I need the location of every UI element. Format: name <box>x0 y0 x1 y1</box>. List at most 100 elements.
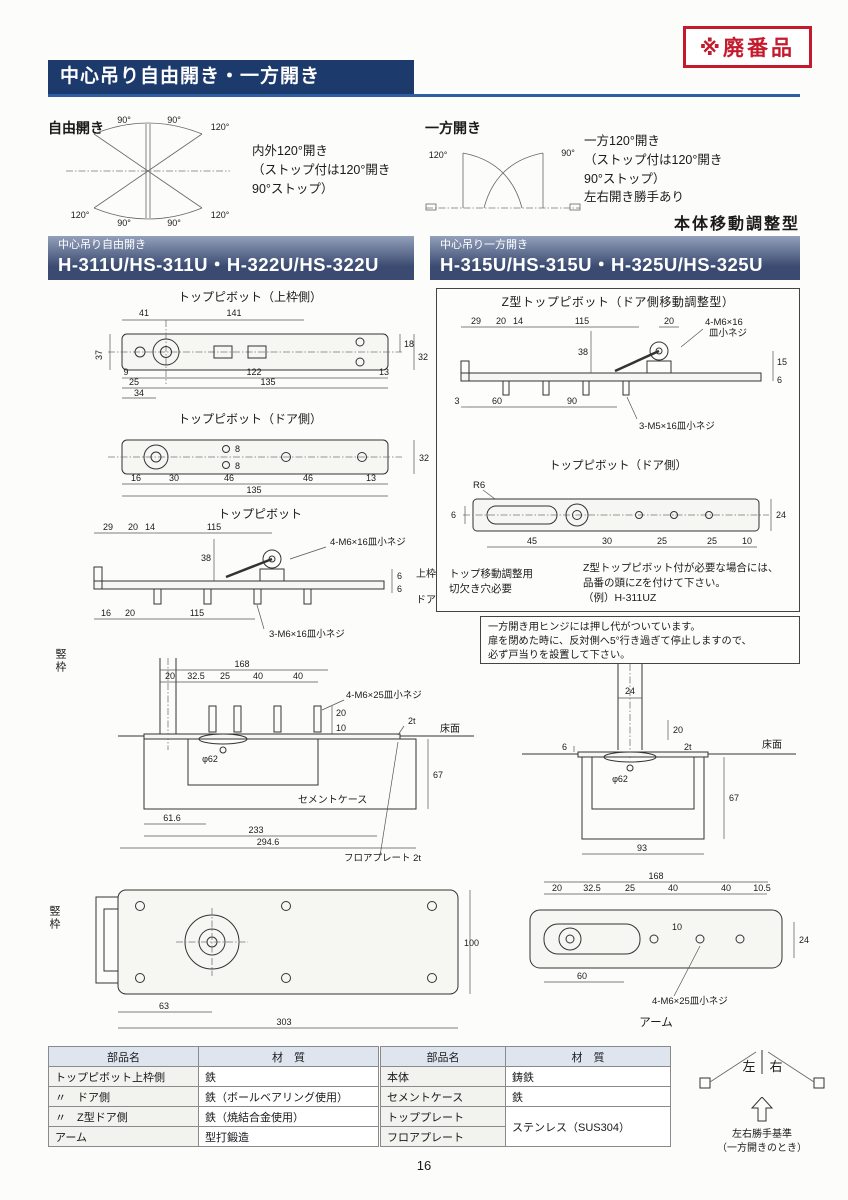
linework <box>95 889 471 1029</box>
part-material: 鋳鉄 <box>505 1066 671 1087</box>
dim-label: 25 <box>129 377 139 387</box>
frame-label: 上枠 <box>416 567 436 580</box>
dim-label: 122 <box>246 367 261 377</box>
table-header-row: 部品名 材 質 <box>48 1046 379 1067</box>
dim-label: 29 <box>103 522 113 532</box>
angle-label: 90° <box>117 218 131 228</box>
one-way-diagram: 120° 90° <box>425 148 581 211</box>
free-swing-desc: 内外120°開き （ストップ付は120°開き 90°ストップ） <box>252 142 390 198</box>
dim-label: 6 <box>562 742 567 752</box>
dim-label: 30 <box>169 473 179 483</box>
angle-label: 90° <box>561 148 575 158</box>
dim-label: 3 <box>454 396 459 406</box>
dim-label: 60 <box>492 396 502 406</box>
dim-label: 40 <box>668 883 678 893</box>
part-name: アーム <box>48 1126 199 1147</box>
adjust-type-label: 本体移動調整型 <box>673 216 800 233</box>
note-line: （例）H-311UZ <box>583 592 657 605</box>
dim-label: 16 <box>101 608 111 618</box>
dim-label: 32 <box>418 352 428 362</box>
desc-line: （ストップ付は120°開き <box>584 152 723 167</box>
arm-plate-drawing: 168 20 32.5 25 40 40 10.5 10 24 60 4-M6×… <box>529 871 809 1029</box>
dim-label: 20 <box>664 316 674 326</box>
dim-label: 10 <box>336 723 346 733</box>
dim-label: 168 <box>648 871 663 881</box>
caution-note: 一方開き用ヒンジには押し代がついています。 扉を閉めた時に、反対側へ5°行き過ぎ… <box>480 616 800 664</box>
note-line: トップ移動調整用 <box>449 568 533 580</box>
angle-label: 120° <box>211 122 230 132</box>
dim-label: 93 <box>637 843 647 853</box>
plate-callout: フロアプレート 2t <box>344 853 421 864</box>
diameter-label: φ62 <box>202 754 218 764</box>
screw-callout: 4-M6×16 <box>705 317 743 328</box>
z-note-cutout: トップ移動調整用 切欠き穴必要 <box>449 567 533 597</box>
part-name: 〃 ドア側 <box>48 1086 199 1107</box>
dim-label: 37 <box>94 350 104 360</box>
frame-side-label: 竪枠 <box>54 648 66 674</box>
dim-label: 20 <box>552 883 562 893</box>
desc-line: （ストップ付は120°開き <box>252 162 391 177</box>
floor-label: 床面 <box>440 722 460 735</box>
dim-label: 67 <box>729 793 739 803</box>
dim-label: 303 <box>276 1017 291 1027</box>
linework <box>529 881 795 997</box>
floor-plate-plan-drawing: 63 303 100 <box>95 889 479 1029</box>
dim-label: 10 <box>672 922 682 932</box>
dim-label: 115 <box>190 608 204 618</box>
model-numbers: H-315U/HS-315U・H-325U/HS-325U <box>440 254 763 275</box>
angle-label: 120° <box>211 210 230 220</box>
table-row: 本体 鋳鉄 <box>380 1066 671 1087</box>
table-header-row: 部品名 材 質 <box>380 1046 671 1067</box>
dim-label: 294.6 <box>257 837 280 847</box>
dim-label: 16 <box>131 473 141 483</box>
dim-label: 46 <box>224 473 234 483</box>
one-way-desc: 一方120°開き （ストップ付は120°開き 90°ストップ） 左右開き勝手あり <box>584 132 722 207</box>
dim-label: 135 <box>246 485 261 495</box>
dim-label: 100 <box>464 938 479 948</box>
dim-label: 135 <box>260 377 275 387</box>
dim-label: 40 <box>253 671 263 681</box>
one-way-body-drawing: 24 20 2t 床面 6 φ62 93 67 <box>522 664 796 855</box>
table-row: トッププレート ステンレス（SUS304） <box>380 1106 671 1147</box>
col-header: 部品名 <box>380 1046 506 1067</box>
angle-label: 90° <box>117 115 131 125</box>
dim-label: 20 <box>128 522 138 532</box>
dim-label: 40 <box>721 883 731 893</box>
dim-label: 20 <box>336 708 346 718</box>
screw-callout: 4-M6×16皿小ネジ <box>330 537 406 548</box>
dim-label: 20 <box>165 671 175 681</box>
handing-reference: 左 右 左右勝手基準 （一方開きのとき） <box>692 1044 832 1156</box>
angle-label: 120° <box>71 122 90 132</box>
free-swing-linework <box>66 122 230 220</box>
dim-label: 6 <box>397 584 402 594</box>
dim-label: 6 <box>451 510 456 520</box>
col-header: 材 質 <box>505 1046 671 1067</box>
free-swing-diagram: 120° 90° 90° 120° 120° 90° 90° 120° <box>66 115 230 228</box>
linework <box>522 664 796 855</box>
dim-label: 24 <box>776 510 786 520</box>
dim-label: 30 <box>602 536 612 546</box>
dim-label: 29 <box>471 316 481 326</box>
linework <box>93 532 393 630</box>
linework <box>108 319 415 399</box>
page-number: 16 <box>416 1158 432 1173</box>
top-pivot-upper-drawing: 41 141 37 18 32 9 122 13 25 135 34 <box>94 308 428 399</box>
part-material: 鉄 <box>505 1086 671 1107</box>
title-underline <box>48 94 800 97</box>
table-row: アーム 型打鍛造 <box>48 1126 379 1147</box>
dim-label: 6 <box>397 571 402 581</box>
part-material: 鉄 <box>198 1066 379 1087</box>
model-header-one-way: 中心吊り一方開き H-315U/HS-315U・H-325U/HS-325U <box>430 236 800 280</box>
dim-label: 20 <box>673 725 683 735</box>
dim-label: 46 <box>303 473 313 483</box>
note-line: Z型トップピボット付が必要な場合には、 <box>583 562 779 574</box>
part-name: 〃 Z型ドア側 <box>48 1106 199 1127</box>
dim-label: 32.5 <box>187 671 205 681</box>
desc-line: 左右開き勝手あり <box>584 190 685 205</box>
one-way-label: 一方開き <box>425 120 481 136</box>
dim-label: 61.6 <box>163 813 181 823</box>
handing-diagram: 左 右 <box>699 1050 825 1089</box>
cement-case-drawing: 168 20 32.5 25 40 40 4-M6×25皿小ネジ 20 10 2… <box>118 658 474 864</box>
part-material: 型打鍛造 <box>198 1126 379 1147</box>
